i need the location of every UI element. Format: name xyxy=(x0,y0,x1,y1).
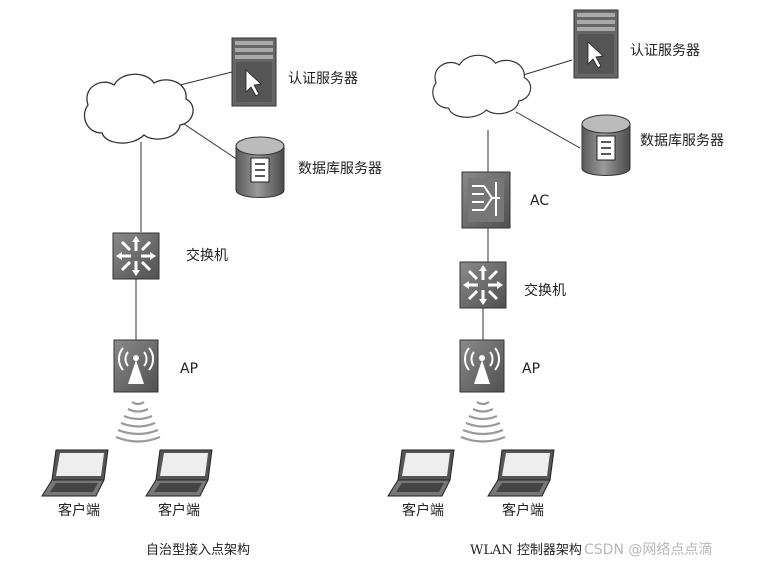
left-caption: 自治型接入点架构 xyxy=(146,543,251,558)
auth-server-icon xyxy=(231,37,277,107)
left-switch-label: 交换机 xyxy=(186,248,228,264)
laptop-client-1-icon xyxy=(41,449,109,497)
right-auth-server-label: 认证服务器 xyxy=(630,43,700,59)
ac-controller-icon xyxy=(461,171,511,229)
right-ap-label: AP xyxy=(522,361,541,377)
access-point-icon xyxy=(459,339,505,393)
laptop-client-1-icon xyxy=(387,449,455,497)
laptop-client-2-icon xyxy=(487,449,555,497)
right-db-server-label: 数据库服务器 xyxy=(640,133,724,149)
left-ap-label: AP xyxy=(180,361,199,377)
right-client-1-label: 客户端 xyxy=(402,503,444,519)
database-server-icon xyxy=(581,114,631,177)
left-client-2-label: 客户端 xyxy=(158,503,200,519)
watermark: CSDN @网络点点滴 xyxy=(584,542,713,558)
cloud-icon xyxy=(83,73,194,144)
right-client-2-label: 客户端 xyxy=(502,503,544,519)
switch-icon xyxy=(458,260,508,310)
right-caption: WLAN 控制器架构 xyxy=(470,543,582,558)
link-cloud-auth xyxy=(519,59,573,77)
cloud-icon xyxy=(432,54,532,118)
link-cloud-db xyxy=(515,111,581,149)
database-server-icon xyxy=(235,136,285,199)
right-architecture xyxy=(387,9,631,497)
link-cloud-auth xyxy=(179,71,233,86)
right-switch-label: 交换机 xyxy=(524,283,566,299)
wireless-signal-icon xyxy=(459,400,507,443)
left-auth-server-label: 认证服务器 xyxy=(288,71,358,87)
right-ac-label: AC xyxy=(530,193,550,209)
auth-server-icon xyxy=(573,9,619,79)
left-client-1-label: 客户端 xyxy=(58,503,100,519)
link-cloud-db xyxy=(177,119,239,161)
laptop-client-2-icon xyxy=(145,449,213,497)
switch-icon xyxy=(111,231,161,281)
access-point-icon xyxy=(113,339,159,393)
left-architecture xyxy=(41,37,285,497)
wireless-signal-icon xyxy=(114,400,162,443)
left-db-server-label: 数据库服务器 xyxy=(298,161,382,177)
